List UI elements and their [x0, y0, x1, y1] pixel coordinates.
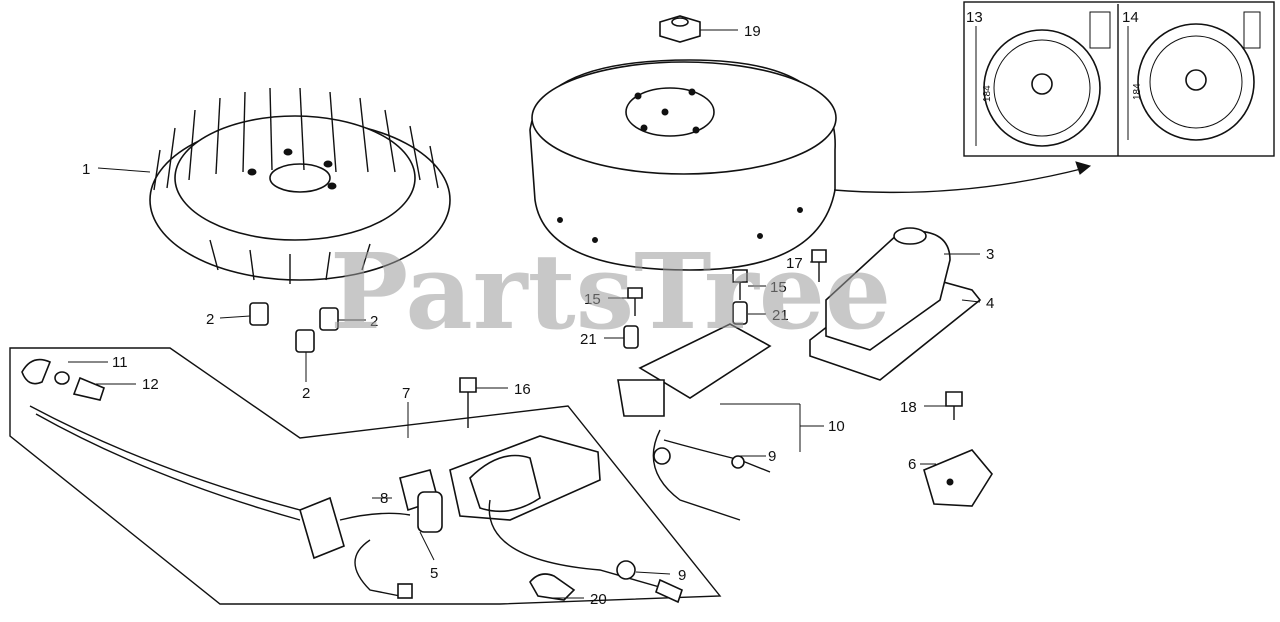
inset-dimension-b: 184: [1132, 83, 1143, 100]
callout-2c: 2: [302, 385, 310, 402]
ignition-unit: [299, 435, 683, 604]
inset-dimension-a: 184: [982, 85, 993, 102]
callout-15b: 15: [770, 279, 787, 296]
contact-breaker: [923, 449, 993, 507]
ignition-coil: [617, 323, 772, 521]
callout-16: 16: [514, 381, 531, 398]
plug-cap-parts: [21, 358, 301, 521]
callout-11: 11: [112, 354, 128, 371]
leader-lines: [68, 29, 981, 599]
callout-4: 4: [986, 295, 994, 312]
callout-6: 6: [908, 456, 916, 473]
callout-labels: 1 2 2 2 3 4 5 6 7 8 9 9 10 11 12 13 14 1…: [82, 9, 1143, 608]
flywheel: [529, 59, 837, 271]
callout-2b: 2: [370, 313, 378, 330]
callout-9a: 9: [768, 448, 776, 465]
inset-flywheel-variants: [963, 1, 1275, 157]
callout-10: 10: [828, 418, 845, 435]
callout-2a: 2: [206, 311, 214, 328]
cooling-fan: [149, 87, 451, 284]
callout-13: 13: [966, 9, 983, 26]
callout-21b: 21: [772, 307, 789, 324]
callout-12: 12: [142, 376, 159, 393]
bolts: [459, 249, 963, 428]
watermark-text: PartsTree: [330, 230, 891, 353]
spacers: [249, 301, 748, 353]
callout-21a: 21: [580, 331, 597, 348]
callout-14: 14: [1122, 9, 1139, 26]
callout-17: 17: [786, 255, 803, 272]
kit-outline: [9, 347, 722, 605]
inset-pointer-arrow: [833, 167, 1086, 194]
callout-15a: 15: [584, 291, 601, 308]
callout-3: 3: [986, 246, 994, 263]
arrow-head-icon: [1075, 161, 1092, 175]
callout-18: 18: [900, 399, 917, 416]
callout-8: 8: [380, 490, 388, 507]
callout-1: 1: [82, 161, 90, 178]
flywheel-nut: [659, 15, 701, 43]
callout-5: 5: [430, 565, 438, 582]
callout-20: 20: [590, 591, 607, 608]
callout-7: 7: [402, 385, 410, 402]
callout-19: 19: [744, 23, 761, 40]
points-cover: [809, 227, 982, 381]
callout-9b: 9: [678, 567, 686, 584]
